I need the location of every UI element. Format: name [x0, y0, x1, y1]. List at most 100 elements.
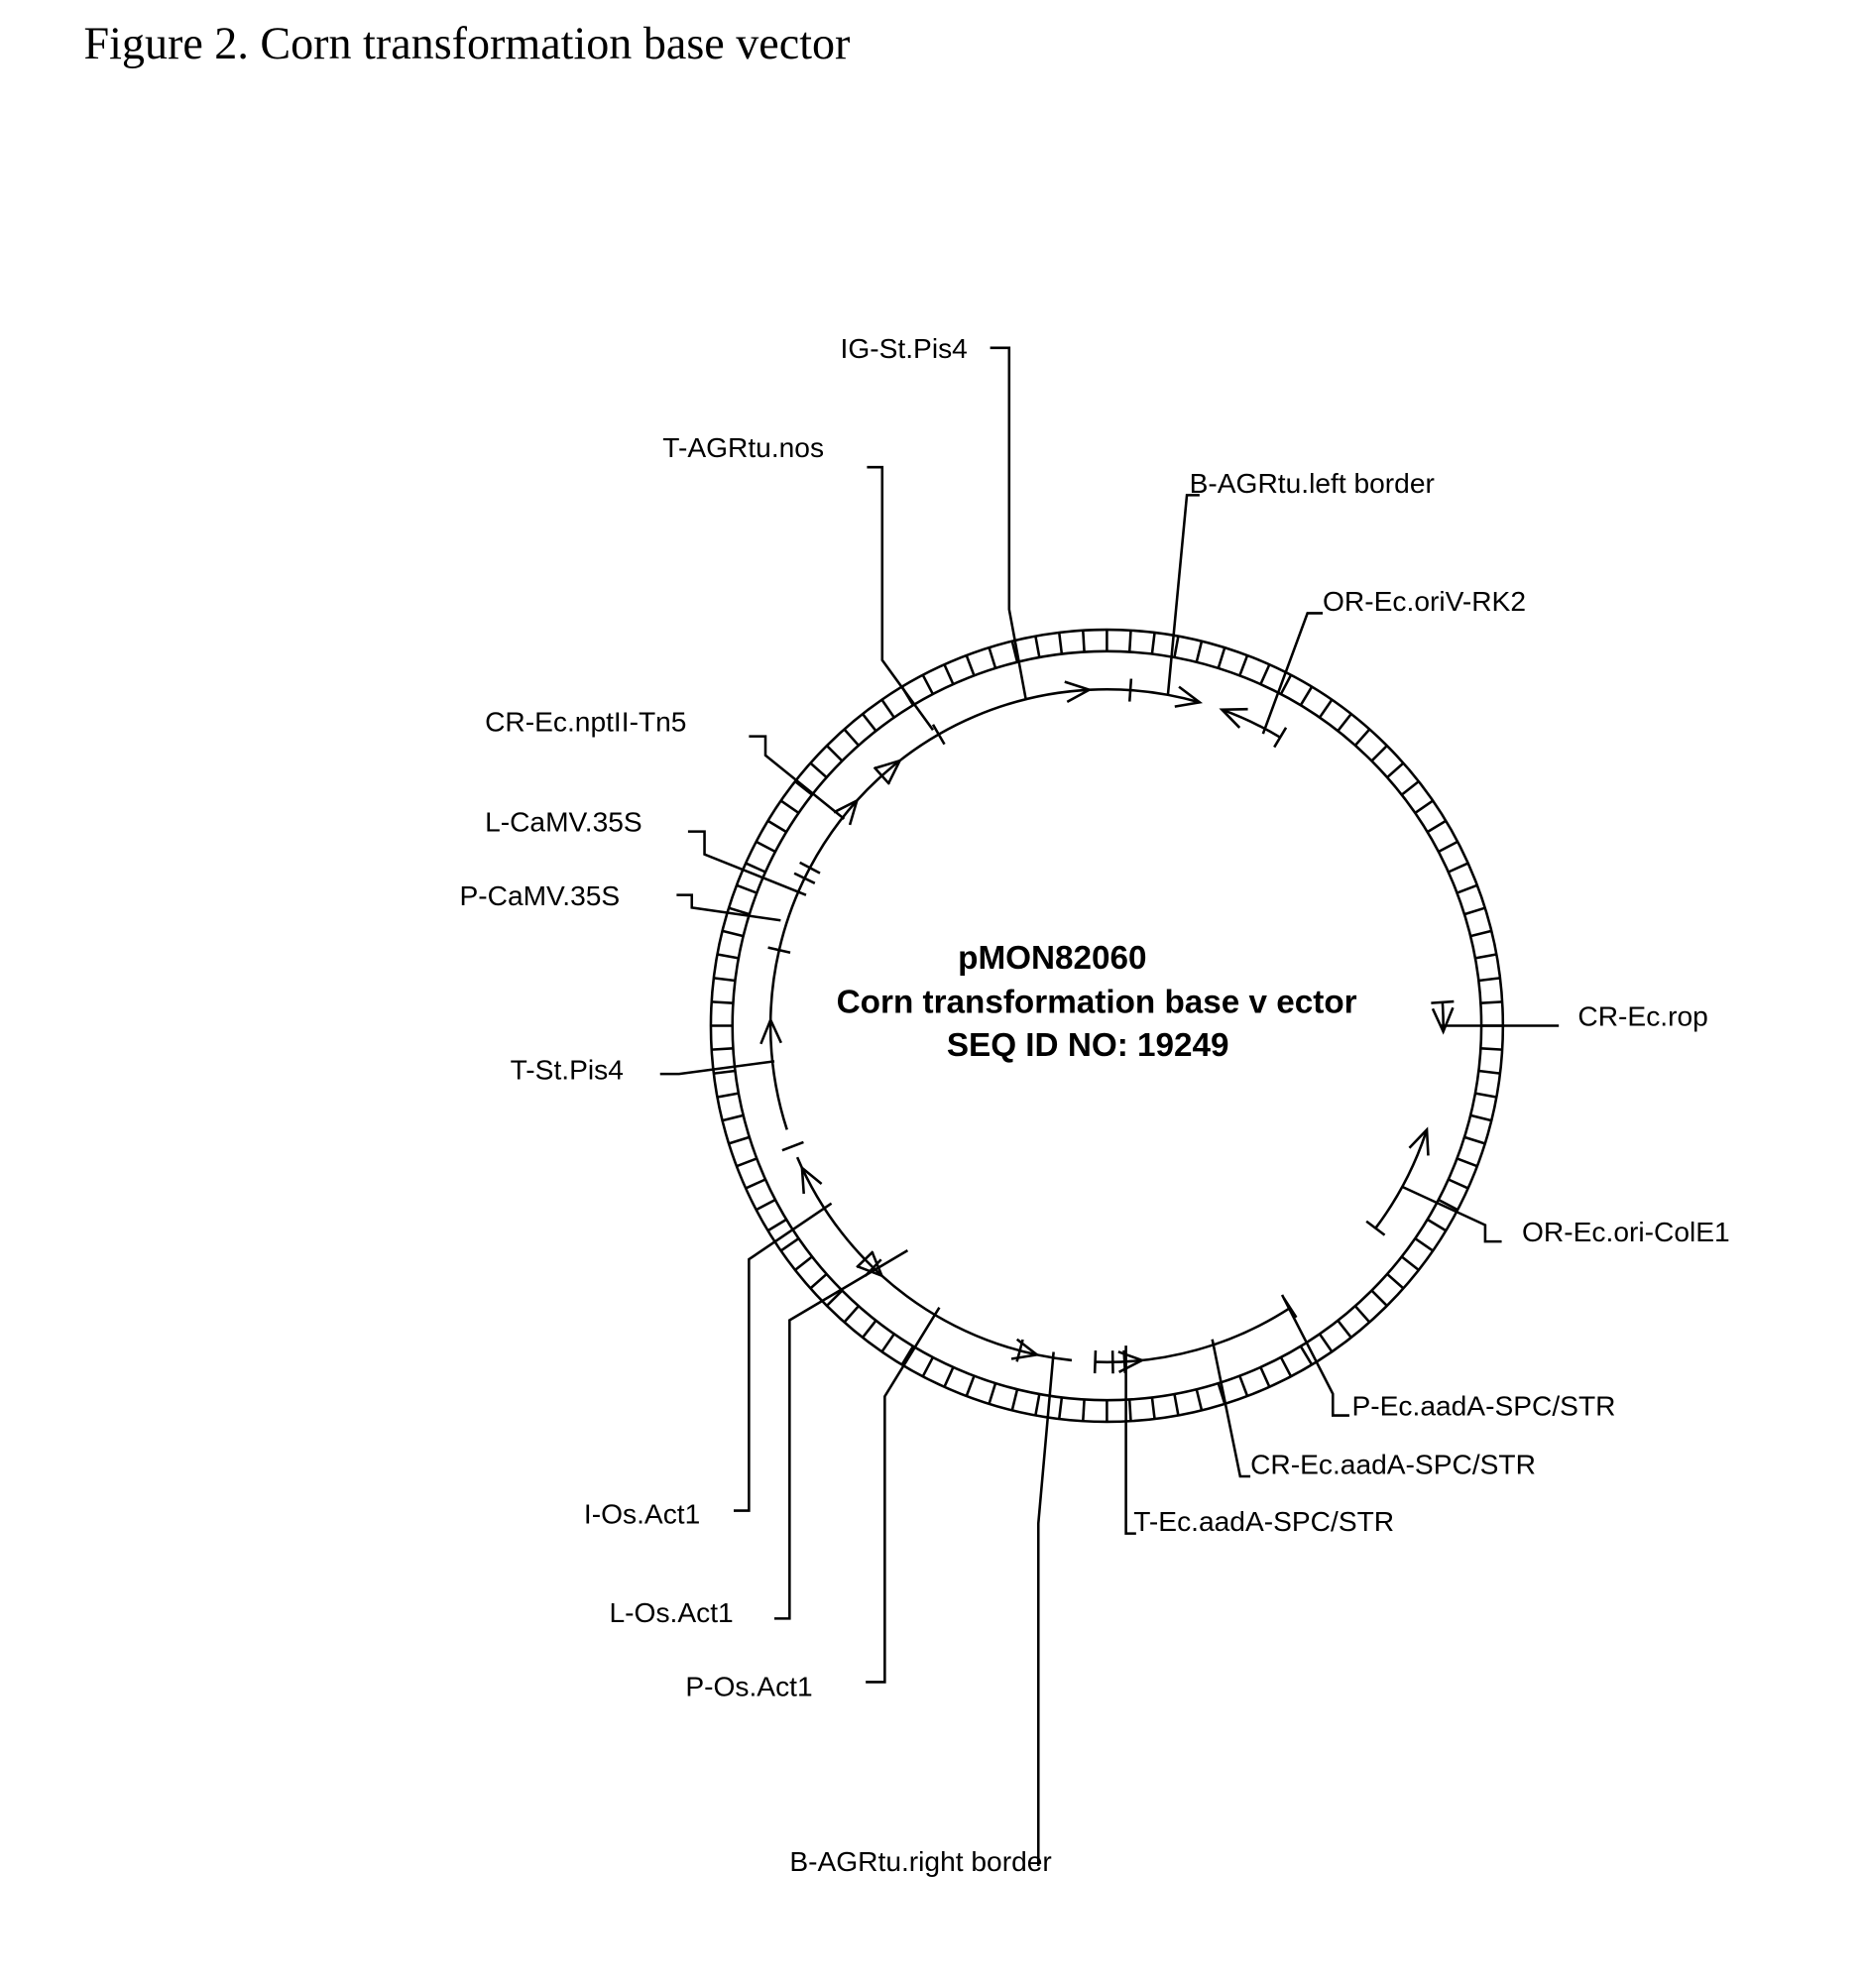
label-b-agrtu-left-border: B-AGRtu.left border	[1190, 468, 1435, 499]
ring-tick	[745, 862, 766, 874]
ring-tick	[1127, 630, 1132, 652]
ring-tick	[1463, 1135, 1486, 1145]
feature-boundary	[1431, 999, 1455, 1004]
leader-p-os-act1	[866, 1307, 941, 1684]
leader-or-ec-oriv-rk2	[1261, 612, 1324, 735]
ring-tick	[1337, 1320, 1352, 1339]
ring-tick	[1414, 799, 1434, 815]
ring-tick	[1259, 663, 1271, 685]
ring-tick	[1353, 728, 1371, 747]
ring-tick	[1195, 1388, 1204, 1411]
ring-tick	[988, 646, 997, 669]
leader-i-os-act1	[733, 1202, 833, 1512]
ring-tick	[1337, 713, 1352, 732]
ring-tick	[722, 1113, 744, 1122]
feature-arc-left	[768, 949, 788, 1130]
ring-tick	[1386, 761, 1405, 779]
leader-l-camv-35s	[687, 830, 807, 896]
feature-boundary	[931, 724, 946, 746]
ring-tick	[1299, 686, 1314, 706]
leader-t-ec-aada	[1124, 1345, 1136, 1535]
label-p-os-act1: P-Os.Act1	[685, 1671, 812, 1701]
ring-tick	[1299, 1345, 1314, 1366]
ring-tick	[1438, 840, 1458, 854]
ring-tick	[1034, 636, 1041, 658]
ring-tick	[1457, 1157, 1478, 1168]
ring-tick	[1448, 1178, 1469, 1190]
ring-tick	[1150, 1397, 1156, 1420]
ring-tick	[722, 929, 744, 938]
ring-tick	[728, 1135, 751, 1145]
feature-arc-aada	[1095, 1306, 1291, 1364]
arrow-rop	[1431, 1006, 1455, 1035]
ring-tick	[1370, 745, 1388, 762]
ring-tick	[880, 699, 895, 719]
ring-tick	[713, 977, 736, 983]
ring-tick	[779, 1237, 800, 1252]
ring-tick	[1480, 1000, 1503, 1004]
arrow-cole1	[1408, 1126, 1430, 1156]
label-t-agrtu-nos: T-AGRtu.nos	[662, 432, 824, 463]
ring-tick	[1478, 977, 1501, 983]
ring-tick	[862, 713, 877, 732]
ring-tick	[717, 953, 740, 960]
ring-tick	[1426, 819, 1447, 834]
ring-tick	[965, 1375, 976, 1397]
backbone-ring	[709, 628, 1505, 1424]
plasmid-description: Corn transformation base v ector	[837, 985, 1357, 1021]
ring-tick	[826, 1289, 844, 1307]
feature-boundary	[1273, 727, 1288, 749]
ring-tick	[880, 1333, 895, 1352]
ring-tick	[1010, 1388, 1019, 1411]
plasmid-seq-id: SEQ ID NO: 19249	[947, 1027, 1229, 1064]
label-cr-ec-rop: CR-Ec.rop	[1577, 1001, 1707, 1032]
arrow-nptii	[833, 798, 860, 826]
label-i-os-act1: I-Os.Act1	[584, 1498, 700, 1529]
ring-tick	[1195, 641, 1204, 663]
figure-title: Figure 2. Corn transformation base vecto…	[83, 18, 850, 68]
ring-tick	[1370, 1289, 1388, 1307]
ring-tick	[1173, 636, 1180, 658]
leader-p-camv-35s	[676, 893, 781, 922]
label-l-os-act1: L-Os.Act1	[610, 1597, 734, 1628]
feature-arc-top	[808, 687, 1201, 869]
feature-arcs	[759, 678, 1455, 1374]
ring-tick	[756, 1198, 776, 1212]
plasmid-name: pMON82060	[958, 940, 1146, 977]
ring-tick	[809, 761, 828, 779]
label-cr-ec-nptii-tn5: CR-Ec.nptII-Tn5	[485, 706, 686, 737]
ring-tick	[717, 1092, 740, 1099]
leader-cr-ec-nptii-tn5	[749, 735, 846, 820]
ring-tick	[1457, 883, 1478, 894]
ring-tick	[1469, 929, 1492, 938]
ring-tick	[1010, 641, 1019, 663]
ring-tick	[1150, 632, 1156, 654]
ring-tick	[900, 1345, 915, 1366]
ring-tick	[943, 663, 955, 685]
leader-lines	[659, 346, 1560, 1867]
ring-tick	[794, 780, 813, 796]
arrow-t-st-pis4	[800, 1165, 823, 1195]
ring-tick	[756, 840, 776, 854]
ring-tick	[736, 883, 758, 894]
ring-tick	[1426, 1218, 1447, 1232]
ring-tick	[1438, 1198, 1458, 1212]
label-ig-st-pis4: IG-St.Pis4	[841, 333, 968, 364]
ring-tick	[965, 654, 976, 676]
ring-tick	[766, 819, 787, 834]
arrow-os-act1	[1010, 1338, 1040, 1360]
ring-tick	[1386, 1272, 1405, 1290]
ring-tick	[1448, 862, 1469, 874]
ring-tick	[1318, 699, 1334, 719]
ring-tick	[1057, 1397, 1064, 1420]
ring-tick	[1480, 1047, 1503, 1051]
ring-tick	[711, 1000, 734, 1004]
ring-tick	[1400, 1255, 1420, 1271]
label-p-ec-aada: P-Ec.aadA-SPC/STR	[1351, 1391, 1615, 1422]
ring-tick	[1414, 1237, 1434, 1252]
label-p-camv-35s: P-CaMV.35S	[459, 880, 620, 911]
label-or-ec-ori-cole1: OR-Ec.ori-ColE1	[1522, 1217, 1730, 1247]
ring-tick	[843, 1305, 860, 1324]
ring-tick	[843, 728, 860, 747]
